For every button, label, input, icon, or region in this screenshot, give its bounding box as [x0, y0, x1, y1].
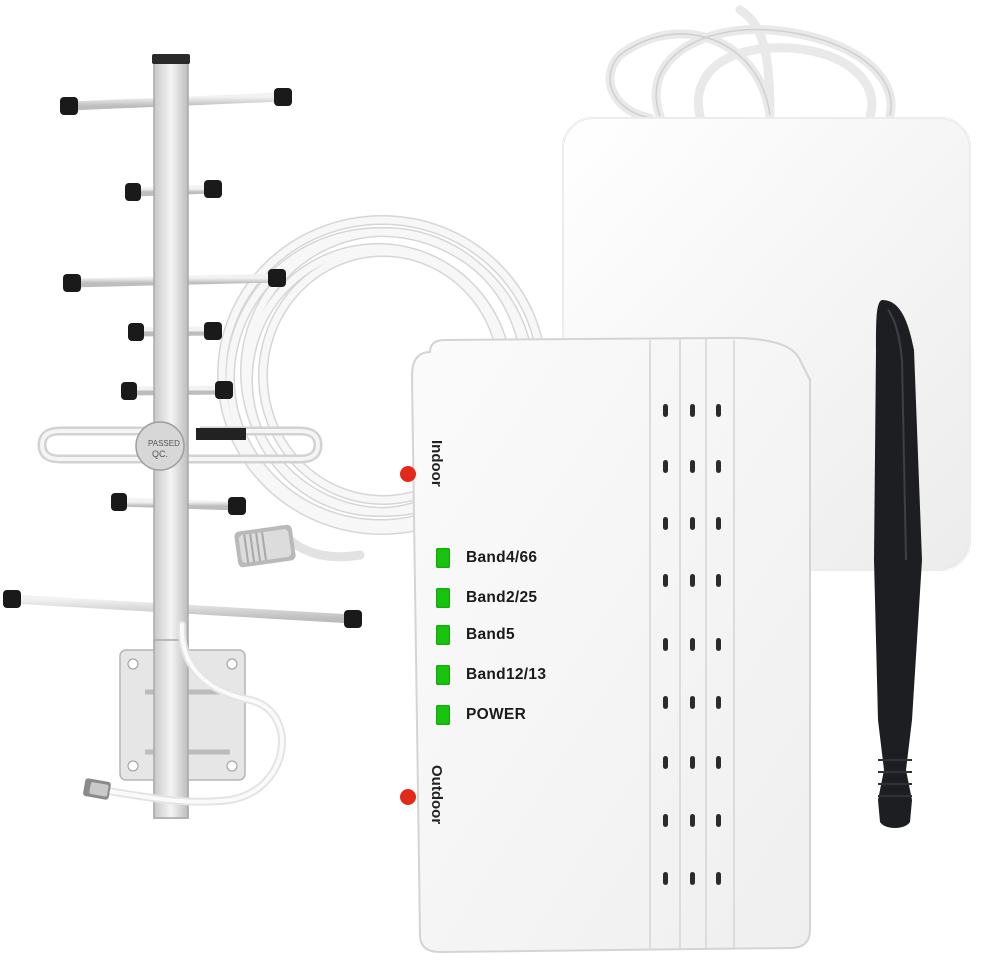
panel-antenna-cable [605, 5, 896, 123]
outdoor-port [400, 789, 416, 805]
led-indicator [436, 705, 450, 725]
signal-booster-unit [400, 336, 811, 954]
led-band5: Band5 [436, 624, 515, 646]
indoor-port-label: Indoor [428, 440, 445, 487]
led-indicator [436, 548, 450, 568]
led-label: Band5 [466, 626, 515, 643]
black-whip-antenna [874, 300, 922, 828]
led-indicator [436, 665, 450, 685]
led-indicator [436, 588, 450, 608]
led-band4-66: Band4/66 [436, 547, 537, 569]
led-label: Band2/25 [466, 589, 538, 606]
indoor-port [400, 466, 416, 482]
led-band12-13: Band12/13 [436, 664, 546, 686]
vent-slots [663, 404, 721, 885]
led-power: POWER [436, 704, 526, 726]
led-band2-25: Band2/25 [436, 587, 537, 609]
led-label: POWER [466, 706, 527, 723]
led-label: Band12/13 [466, 666, 547, 683]
led-indicator [436, 625, 450, 645]
qc-sticker-top: PASSED [148, 439, 180, 448]
led-label: Band4/66 [466, 549, 538, 566]
outdoor-yagi-antenna [3, 54, 362, 819]
n-type-connector [234, 524, 296, 568]
outdoor-port-label: Outdoor [428, 765, 445, 825]
qc-sticker-bottom: QC. [152, 449, 169, 459]
